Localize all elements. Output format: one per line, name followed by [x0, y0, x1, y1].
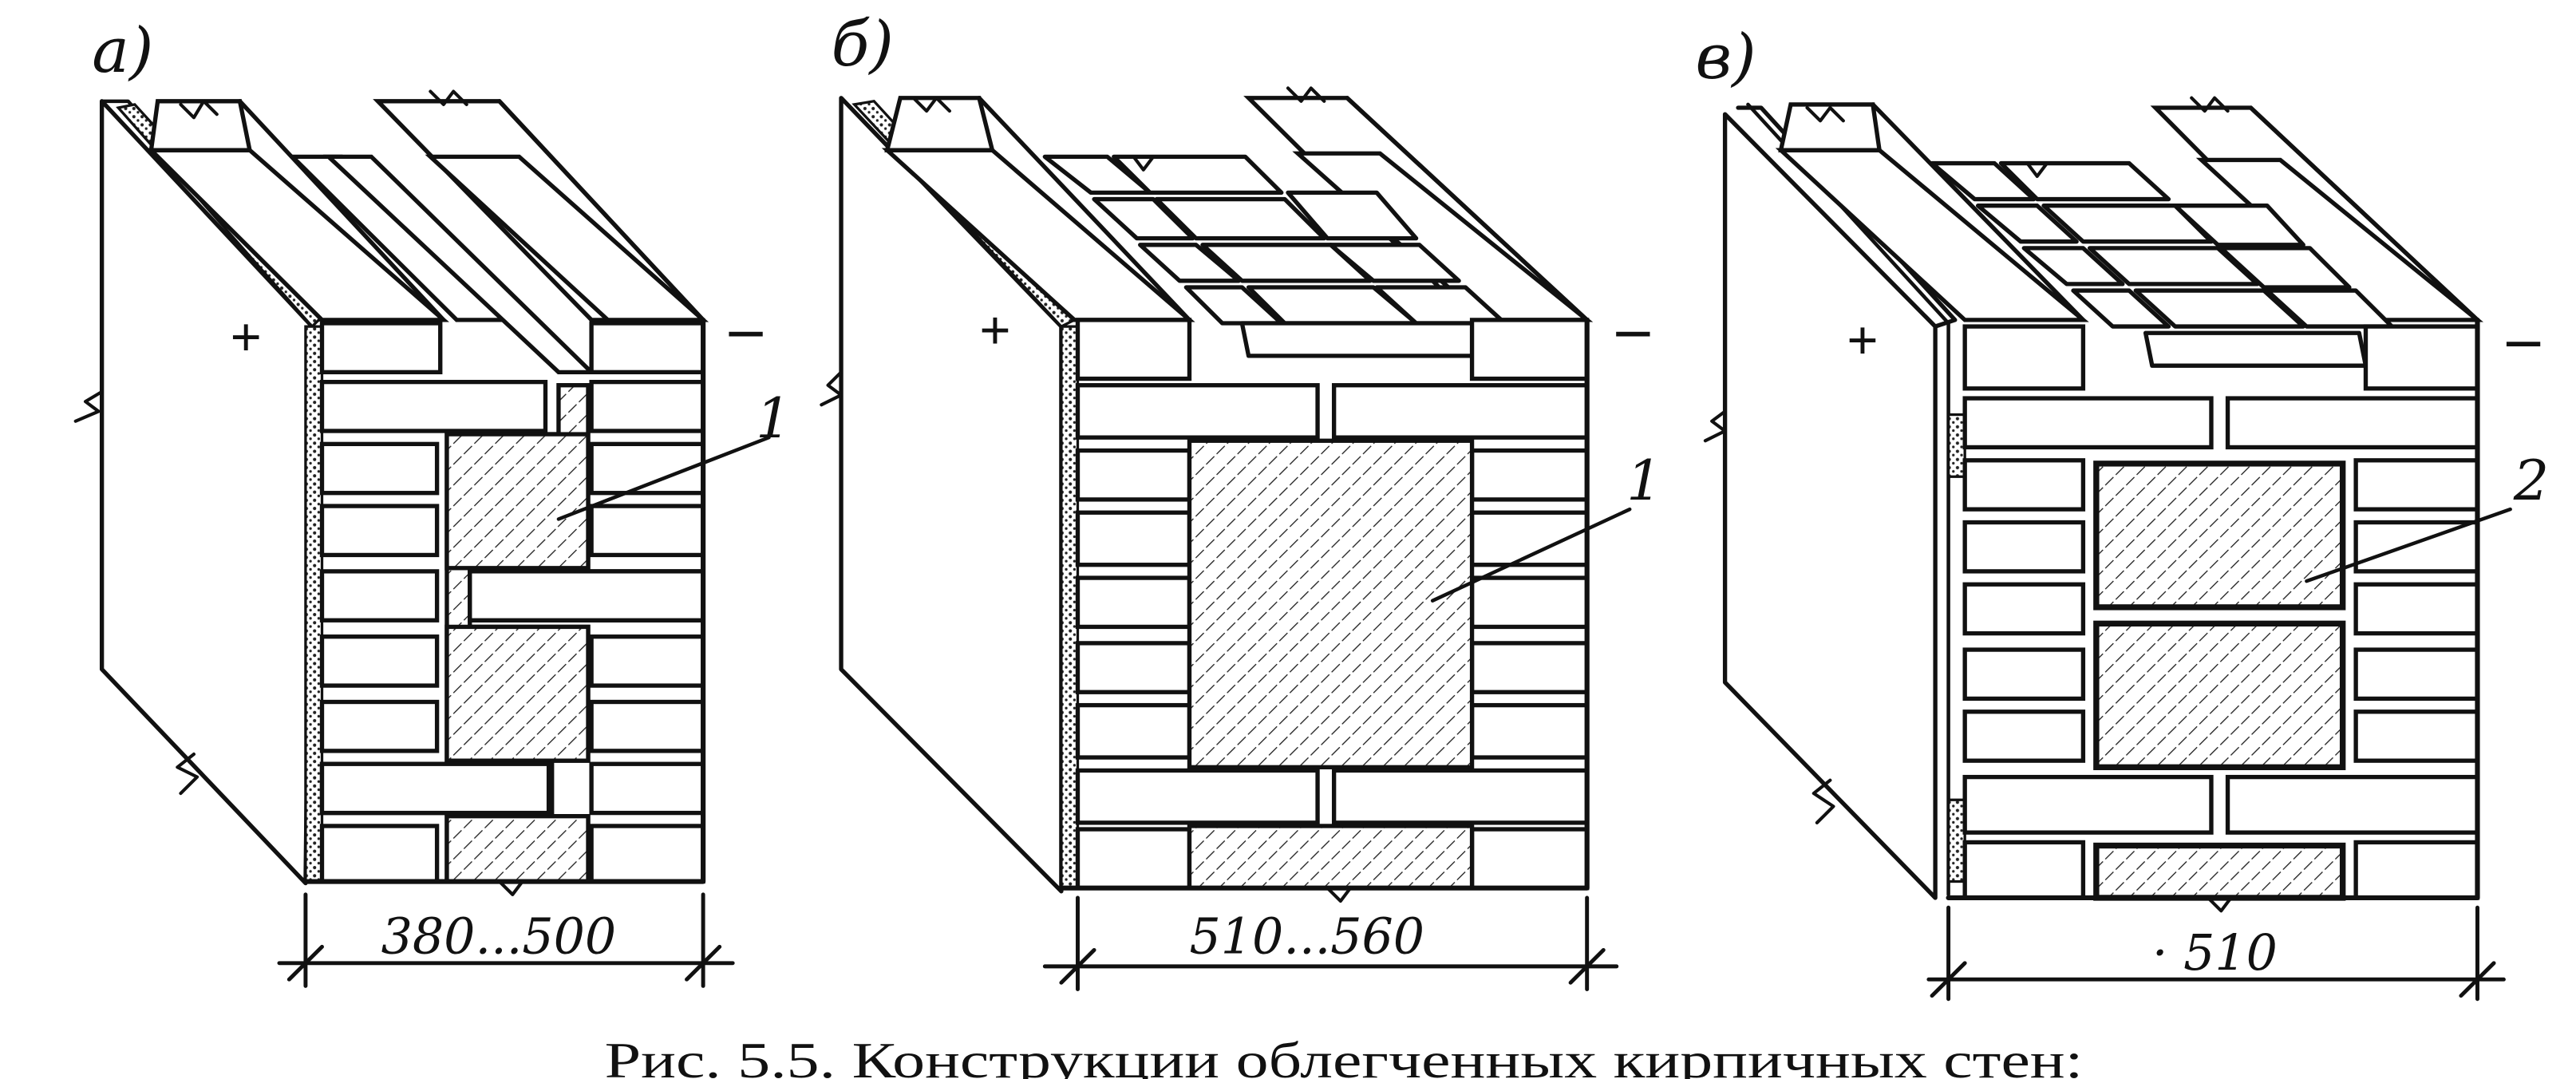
face-masonry-c [1962, 324, 2480, 900]
cold-side-sign-a: – [729, 291, 763, 364]
plaster-layer [304, 325, 324, 883]
panel-c [1703, 96, 2512, 913]
warm-side-sign-c: + [1847, 310, 1879, 372]
panel-letter-b: б) [832, 9, 894, 81]
warm-side-sign-b: + [979, 301, 1011, 362]
lightweight-block-2 [2093, 460, 2346, 611]
dimension-label-c: · 510 [2152, 924, 2278, 982]
panel-b [820, 86, 1632, 903]
insulation-fill-1 [1187, 438, 1475, 769]
callout-number-b: 1 [1626, 449, 1662, 513]
warm-side-sign-a: + [230, 307, 262, 369]
figure-caption: Рис. 5.5. Конструкции облегченных кирпич… [605, 1032, 2084, 1079]
dimension-label-a: 380...500 [381, 908, 617, 966]
dimension-a [277, 892, 735, 988]
cold-side-sign-c: – [2507, 301, 2541, 374]
dimension-b [1042, 895, 1619, 991]
callout-line [2305, 507, 2512, 583]
face-masonry-b [1075, 318, 1590, 891]
top-course [881, 86, 1594, 358]
top-course [1775, 96, 2483, 368]
panel-a [73, 89, 771, 896]
panel-letter-a: а) [92, 15, 153, 87]
plaster-layer [1060, 325, 1080, 890]
callout-number-a: 1 [756, 386, 792, 451]
dimension-label-b: 510...560 [1189, 908, 1424, 966]
callout-number-c: 2 [2513, 449, 2550, 513]
finish-sheet [839, 96, 1064, 894]
panel-letter-c: в) [1696, 22, 1756, 93]
dimension-c [1926, 905, 2506, 1002]
lightweight-block-2 [2093, 620, 2346, 771]
cold-side-sign-b: – [1616, 291, 1650, 364]
lightweight-block-2 [2093, 842, 2346, 901]
callout-line [1430, 507, 1632, 603]
finish-sheet [1722, 112, 1938, 900]
callout-line [556, 435, 771, 521]
